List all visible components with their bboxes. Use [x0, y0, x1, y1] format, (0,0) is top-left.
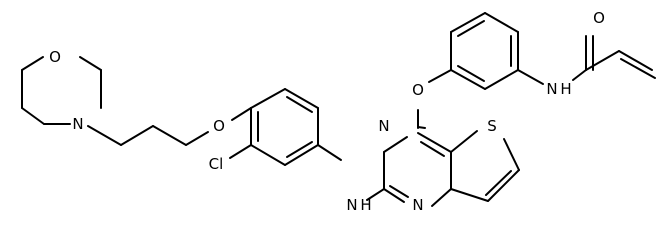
bond	[79, 56, 102, 71]
atom-o-ether: O	[213, 117, 225, 135]
atom-n-pyrimidine-1: N	[412, 196, 423, 214]
bond	[383, 136, 408, 153]
bond	[286, 96, 313, 113]
bond	[620, 58, 656, 79]
atom-o-carbonyl: O	[593, 9, 605, 27]
bond	[383, 188, 405, 203]
bond	[485, 170, 512, 196]
bond	[250, 144, 286, 166]
bond	[152, 125, 187, 146]
bond	[284, 144, 319, 166]
atom-n-morpholine: N	[72, 115, 83, 133]
bond	[120, 125, 154, 146]
bond	[417, 126, 426, 129]
bond	[286, 141, 313, 158]
atom-o-morpholine: O	[49, 48, 61, 66]
bond	[250, 88, 286, 109]
atom-h-amide: H	[560, 80, 571, 98]
bond	[231, 107, 252, 121]
bond	[484, 12, 519, 33]
bond	[572, 69, 587, 81]
bond	[484, 69, 519, 90]
bond	[431, 188, 452, 207]
bond	[317, 144, 342, 161]
bond	[618, 50, 653, 71]
bond	[428, 69, 452, 83]
bond	[487, 169, 520, 202]
bond	[585, 50, 620, 71]
bond	[503, 138, 520, 171]
molecule-drawing: O N O Cl N H N N S O N H O	[21, 9, 656, 214]
atom-n-amide: N	[546, 80, 557, 98]
bond	[450, 188, 489, 202]
atom-cl: Cl	[209, 155, 224, 173]
bond	[21, 56, 44, 71]
bond	[389, 185, 409, 198]
atom-labels: O N O Cl N H N N S O N H O	[49, 9, 605, 214]
atom-o-aryl-ether: O	[412, 81, 424, 99]
bond	[457, 65, 485, 82]
bond	[185, 131, 209, 146]
bond	[450, 130, 478, 153]
bond	[87, 125, 122, 146]
bond	[450, 69, 486, 90]
bond	[21, 107, 45, 125]
atom-h-amine: H	[360, 196, 371, 214]
atom-n-amine: N	[346, 196, 357, 214]
structure-diagram: O N O Cl N H N N S O N H O	[21, 9, 656, 214]
bond	[420, 141, 445, 157]
bond	[457, 20, 485, 37]
bond	[517, 69, 544, 85]
bond	[229, 144, 252, 159]
atom-s-thiophene: S	[487, 117, 497, 135]
bond	[284, 88, 319, 109]
bond	[366, 188, 385, 201]
atom-n-pyrimidine-3: N	[378, 117, 389, 135]
bond	[417, 132, 452, 153]
bond	[450, 12, 486, 33]
bonds	[21, 12, 656, 207]
